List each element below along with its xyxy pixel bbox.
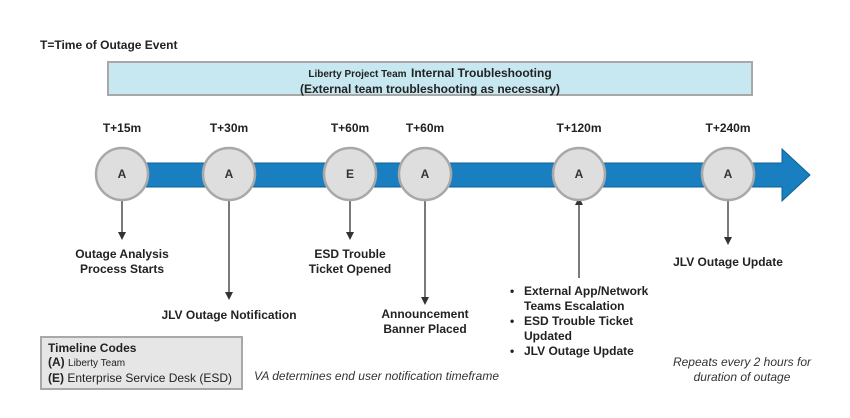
time-label-4: T+60m xyxy=(405,121,445,135)
node-4-line-2: Banner Placed xyxy=(383,322,467,336)
timeline-codes-legend: Timeline Codes (A) Liberty Team (E) Ente… xyxy=(40,336,243,390)
legend-item-a: (A) Liberty Team xyxy=(48,355,235,371)
bullet-item-3: JLV Outage Update xyxy=(504,344,674,359)
legend-text-e: Enterprise Service Desk (ESD) xyxy=(67,371,233,385)
node-3-line-2: Ticket Opened xyxy=(308,262,392,276)
node-1-letter: A xyxy=(118,167,127,181)
bullet-item-1: External App/Network Teams Escalation xyxy=(504,284,674,314)
legend-key-a: (A) xyxy=(48,355,65,369)
node-1: A xyxy=(94,146,150,202)
repeat-note: Repeats every 2 hours for duration of ou… xyxy=(660,355,824,385)
node-1-line-1: Outage Analysis xyxy=(75,247,169,261)
legend-key-e: (E) xyxy=(48,371,64,385)
node-3: E xyxy=(322,146,378,202)
node-4: A xyxy=(397,146,453,202)
banner-prefix: Liberty Project Team xyxy=(308,69,407,80)
banner-line2: (External team troubleshooting as necess… xyxy=(299,82,561,96)
legend-text-a: Liberty Team xyxy=(68,358,126,369)
time-label-6: T+240m xyxy=(705,121,751,135)
repeat-note-line-2: duration of outage xyxy=(693,370,791,384)
node-1-line-2: Process Starts xyxy=(79,262,165,276)
time-label-1: T+15m xyxy=(102,121,142,135)
diagram-title: T=Time of Outage Event xyxy=(40,38,178,52)
node-2-line-1: JLV Outage Notification xyxy=(161,308,297,322)
center-note: VA determines end user notification time… xyxy=(254,369,500,383)
troubleshooting-banner: Liberty Project Team Internal Troublesho… xyxy=(107,61,753,96)
node-4-description: Announcement Banner Placed xyxy=(365,307,485,337)
node-4-line-1: Announcement xyxy=(381,307,469,321)
repeat-note-line-1: Repeats every 2 hours for xyxy=(672,355,812,369)
node-2: A xyxy=(201,146,257,202)
node-3-line-1: ESD Trouble xyxy=(314,247,386,261)
node-1-description: Outage Analysis Process Starts xyxy=(52,247,192,277)
node-2-letter: A xyxy=(225,167,234,181)
time-label-5: T+120m xyxy=(556,121,602,135)
node-2-description: JLV Outage Notification xyxy=(149,308,309,323)
node-6-description: JLV Outage Update xyxy=(658,255,798,270)
bullet-item-2: ESD Trouble Ticket Updated xyxy=(504,314,674,344)
legend-title: Timeline Codes xyxy=(48,341,137,355)
node-5-bullet-list: External App/Network Teams Escalation ES… xyxy=(504,284,674,359)
node-4-letter: A xyxy=(421,167,430,181)
node-3-description: ESD Trouble Ticket Opened xyxy=(290,247,410,277)
node-3-letter: E xyxy=(346,167,354,181)
node-6-letter: A xyxy=(724,167,733,181)
node-5: A xyxy=(551,146,607,202)
time-label-2: T+30m xyxy=(209,121,249,135)
node-6: A xyxy=(700,146,756,202)
banner-main: Internal Troubleshooting xyxy=(410,66,552,80)
legend-item-e: (E) Enterprise Service Desk (ESD) xyxy=(48,371,235,385)
node-5-letter: A xyxy=(575,167,584,181)
time-label-3: T+60m xyxy=(330,121,370,135)
node-6-line-1: JLV Outage Update xyxy=(673,255,783,269)
